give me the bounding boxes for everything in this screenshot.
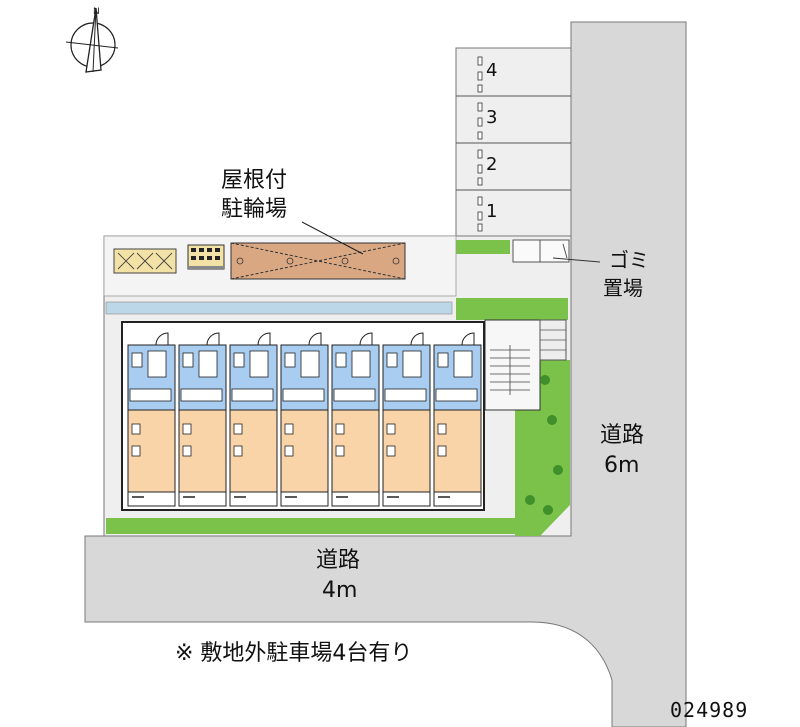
- unit-balcony: [178, 491, 227, 507]
- unit-appliance: [437, 445, 447, 457]
- unit-toilet: [335, 352, 347, 368]
- unit-kitchen: [129, 388, 172, 402]
- unit-door: [359, 332, 373, 346]
- unit-toilet: [131, 352, 143, 368]
- unit-balcony: [433, 491, 482, 507]
- unit-door: [308, 332, 322, 346]
- road-east: [84, 21, 687, 727]
- unit-kitchen: [435, 388, 478, 402]
- unit-closet: [131, 423, 141, 435]
- bike-parking-label-line1: 屋根付: [221, 168, 288, 193]
- unit-kitchen: [333, 388, 376, 402]
- garbage-label-line1: ゴミ: [609, 248, 649, 272]
- parking-lot: [455, 47, 572, 237]
- unit-bath: [402, 350, 422, 378]
- covered-bike-parking: [230, 221, 406, 280]
- staircase: [484, 319, 567, 411]
- bike-parking-label-line2: 駐輪場: [221, 197, 288, 222]
- unit-appliance: [335, 445, 345, 457]
- mailbox: [187, 244, 225, 270]
- unit-balcony: [280, 491, 329, 507]
- unit-toilet: [182, 352, 194, 368]
- unit-bath: [351, 350, 371, 378]
- unit-kitchen: [282, 388, 325, 402]
- unit-balcony: [331, 491, 380, 507]
- unit-door: [410, 332, 424, 346]
- shrub: [547, 415, 557, 425]
- unit-bath: [198, 350, 218, 378]
- compass-icon: N: [65, 7, 119, 73]
- unit-toilet: [386, 352, 398, 368]
- unit-closet: [284, 423, 294, 435]
- garbage-area: [512, 239, 601, 263]
- unit-kitchen: [384, 388, 427, 402]
- unit-bath: [147, 350, 167, 378]
- shrub: [543, 505, 553, 515]
- property-code: 024989: [670, 698, 749, 722]
- unit-appliance: [284, 445, 294, 457]
- parking-space-label-2: 2: [486, 154, 498, 175]
- unit-bath: [249, 350, 269, 378]
- shrub: [553, 465, 563, 475]
- unit-appliance: [131, 445, 141, 457]
- parking-space-label-3: 3: [486, 107, 498, 128]
- shrub: [525, 495, 535, 505]
- unit-kitchen: [180, 388, 223, 402]
- shrub: [540, 375, 550, 385]
- garbage-label-line2: 置場: [603, 276, 643, 300]
- unit-closet: [386, 423, 396, 435]
- unit-door: [155, 332, 169, 346]
- svg-text:N: N: [93, 7, 100, 17]
- unit-closet: [437, 423, 447, 435]
- unit-closet: [182, 423, 192, 435]
- parking-space-label-1: 1: [486, 201, 498, 222]
- parking-space-label-4: 4: [486, 60, 498, 81]
- road-south-width: 4m: [322, 578, 358, 603]
- unit-rows: [127, 332, 563, 515]
- offsite-parking-note: ※ 敷地外駐車場4台有り: [175, 641, 413, 666]
- storage-box: [113, 248, 177, 274]
- road-east-width: 6m: [604, 453, 640, 478]
- unit-bath: [453, 350, 473, 378]
- unit-balcony: [127, 491, 176, 507]
- road-south-name: 道路: [316, 548, 361, 573]
- unit-balcony: [382, 491, 431, 507]
- unit-appliance: [386, 445, 396, 457]
- unit-kitchen: [231, 388, 274, 402]
- unit-closet: [233, 423, 243, 435]
- unit-door: [206, 332, 220, 346]
- unit-door: [461, 332, 475, 346]
- unit-toilet: [437, 352, 449, 368]
- unit-toilet: [233, 352, 245, 368]
- unit-toilet: [284, 352, 296, 368]
- unit-appliance: [233, 445, 243, 457]
- unit-closet: [335, 423, 345, 435]
- unit-balcony: [229, 491, 278, 507]
- unit-appliance: [182, 445, 192, 457]
- unit-bath: [300, 350, 320, 378]
- unit-door: [257, 332, 271, 346]
- road-east-name: 道路: [600, 423, 645, 448]
